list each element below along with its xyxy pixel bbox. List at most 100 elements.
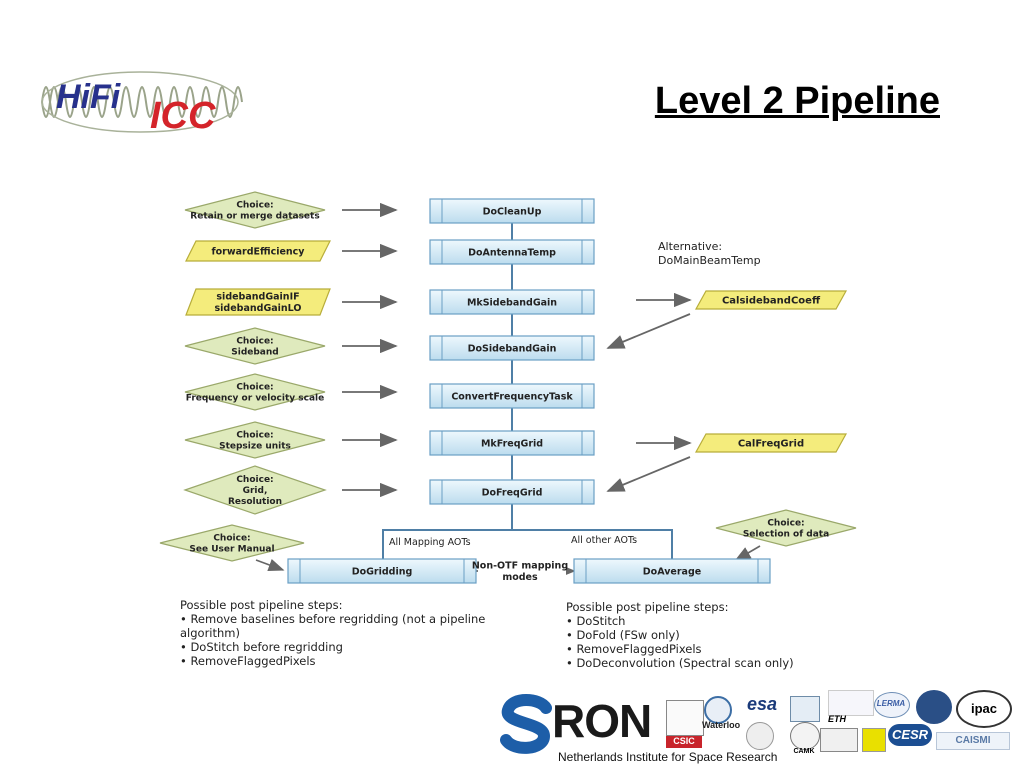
- choice-diamond: Choice:Grid,Resolution: [183, 465, 327, 515]
- alternative-value: DoMainBeamTemp: [658, 254, 761, 267]
- csic-tree-icon: [666, 700, 704, 736]
- notes-left-item: • Remove baselines before regridding (no…: [180, 612, 486, 626]
- choice-label: Grid,: [243, 486, 268, 496]
- choice-label: Choice:: [236, 383, 273, 393]
- step-mkfreqgrid-label: MkFreqGrid: [481, 439, 543, 450]
- partner-logo-small: [828, 690, 874, 716]
- university-crest-icon: [820, 728, 858, 752]
- step-dosidebandgain: DoSidebandGain: [429, 335, 595, 361]
- feedback-arrow: [606, 313, 691, 349]
- esa-logo: esa: [746, 694, 778, 714]
- choice-label: Stepsize units: [219, 442, 291, 452]
- choice-label: Choice:: [767, 519, 804, 529]
- branch-section: All Mapping AOTs All other AOTsDoGridding…: [159, 509, 857, 584]
- choice-diamond-shape: [184, 373, 326, 411]
- parameter-label: sidebandGainIF: [216, 292, 299, 303]
- branch-connector: [382, 529, 673, 567]
- step-convertfrequencytask-label: ConvertFrequencyTask: [451, 392, 573, 403]
- sron-wordmark: RON: [552, 695, 652, 747]
- choice-diamond: Choice:Frequency or velocity scale: [184, 373, 326, 411]
- feedback-arrow: [606, 456, 691, 492]
- alternative-note: Alternative: DoMainBeamTemp: [658, 240, 761, 268]
- output-calsidebandcoeff: CalsidebandCoeff: [694, 290, 848, 310]
- step-doaverage-box: [573, 558, 771, 584]
- hifi-wordmark: HiFi: [56, 78, 122, 116]
- step-doantennatemp-box: [429, 239, 595, 265]
- post-steps-right: Possible post pipeline steps: • DoStitch…: [566, 600, 794, 670]
- choice-see-user-manual: Choice:See User Manual: [159, 524, 305, 562]
- step-dofreqgrid-label: DoFreqGrid: [482, 488, 543, 499]
- branch-label-mapping: All Mapping AOTs: [389, 537, 471, 548]
- seal-icon: [704, 696, 732, 724]
- non-otf-label: modes: [502, 572, 538, 583]
- step-mksidebandgain: MkSidebandGain: [429, 289, 595, 315]
- choice-diamond-shape: [184, 191, 326, 229]
- choice-label: Selection of data: [743, 530, 829, 540]
- step-doaverage-label: DoAverage: [643, 567, 701, 578]
- output-label: CalsidebandCoeff: [722, 296, 821, 307]
- step-dogridding: DoGridding: [287, 558, 477, 584]
- notes-right-item: • DoStitch: [566, 614, 626, 628]
- step-mksidebandgain-label: MkSidebandGain: [467, 298, 557, 309]
- choice-diamond-shape: [159, 524, 305, 562]
- csic-logo: CSIC: [666, 736, 702, 748]
- parameter-shape: [185, 288, 331, 316]
- parameter-label: forwardEfficiency: [211, 246, 305, 257]
- notes-left-item: algorithm): [180, 626, 240, 640]
- choice-label: See User Manual: [189, 545, 274, 555]
- partner-icon-yellow: [862, 728, 886, 752]
- choice-diamond-shape: [184, 327, 326, 365]
- step-mksidebandgain-box: [429, 289, 595, 315]
- observatory-logo: [916, 690, 952, 724]
- waterloo-logo: Waterloo: [702, 720, 741, 730]
- step-dofreqgrid-box: [429, 479, 595, 505]
- cesr-logo: ipac: [956, 690, 1012, 728]
- choice-label: Resolution: [228, 497, 282, 507]
- hifi-icc-logo: HiFi ICC: [41, 71, 243, 137]
- lerma-emblem-icon: [874, 692, 910, 718]
- notes-left-item: • RemoveFlaggedPixels: [180, 654, 316, 668]
- notes-right-heading: Possible post pipeline steps:: [566, 600, 729, 614]
- choice-label: Frequency or velocity scale: [186, 394, 324, 404]
- choice-label: Choice:: [236, 201, 273, 211]
- choice-arrow: [255, 558, 285, 572]
- choice-label: Choice:: [236, 431, 273, 441]
- branch-label-other: All other AOTs: [571, 535, 637, 546]
- choice-diamond: Choice:Stepsize units: [184, 421, 326, 459]
- step-mkfreqgrid: MkFreqGrid: [429, 430, 595, 456]
- parameter-label: sidebandGainLO: [215, 303, 302, 314]
- choice-diamond-shape: [183, 465, 327, 515]
- output-shape: [694, 290, 848, 310]
- sron-s-icon: [500, 694, 552, 754]
- camk-logo: CAMK: [793, 748, 815, 755]
- choice-label: Choice:: [236, 475, 273, 485]
- caismi-logo: CAISMI: [936, 732, 1010, 750]
- step-dosidebandgain-label: DoSidebandGain: [468, 344, 557, 355]
- choice-diamond: Choice:Sideband: [184, 327, 326, 365]
- output-label: CalFreqGrid: [738, 439, 804, 450]
- output-shape: [694, 433, 848, 453]
- sron-subtitle: Netherlands Institute for Space Research: [558, 750, 778, 764]
- camk-emblem-icon: [790, 722, 820, 750]
- choice-diamond-shape: [184, 421, 326, 459]
- choice-label: Choice:: [236, 337, 273, 347]
- step-docleanup-label: DoCleanUp: [483, 207, 542, 218]
- step-dogridding-label: DoGridding: [352, 567, 413, 578]
- notes-right-item: • DoDeconvolution (Spectral scan only): [566, 656, 794, 670]
- step-dosidebandgain-box: [429, 335, 595, 361]
- step-dofreqgrid: DoFreqGrid: [429, 479, 595, 505]
- waveform-graphic: [41, 71, 243, 133]
- step-docleanup: DoCleanUp: [429, 198, 595, 224]
- eth-logo: ETH: [828, 714, 846, 724]
- step-convertfrequencytask: ConvertFrequencyTask: [429, 383, 595, 409]
- non-otf-label: Non-OTF mapping: [472, 561, 568, 572]
- step-doantennatemp-label: DoAntennaTemp: [468, 248, 556, 259]
- slide-title: Level 2 Pipeline: [654, 80, 940, 122]
- non-otf-label-bg: [478, 558, 566, 584]
- choice-selection-of-data: Choice:Selection of data: [715, 509, 857, 547]
- step-doantennatemp: DoAntennaTemp: [429, 239, 595, 265]
- lerma-logo: LERMA: [876, 699, 906, 708]
